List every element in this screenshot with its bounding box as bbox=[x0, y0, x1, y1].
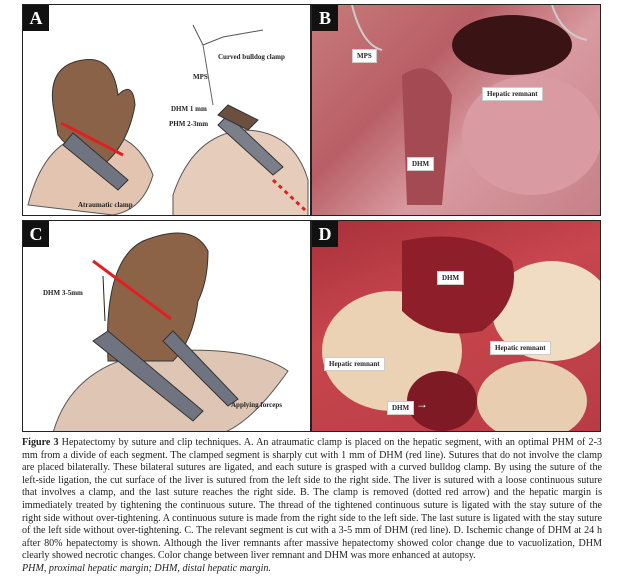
applying-forceps-label: Applying forceps bbox=[231, 401, 283, 409]
curved-bulldog-clamp-label: Curved bulldog clamp bbox=[218, 53, 285, 61]
liver-clamp-drawing bbox=[27, 24, 309, 215]
panel-d-photo: D DHM Hepatic remnant Hepatic remnant DH… bbox=[311, 220, 601, 432]
hepatic-remnant-left-label: Hepatic remnant bbox=[324, 357, 385, 371]
caption-text: Hepatectomy by suture and clip technique… bbox=[22, 437, 602, 562]
figure-caption: Figure 3 Hepatectomy by suture and clip … bbox=[22, 437, 602, 576]
abbreviations: PHM, proximal hepatic margin; DHM, dista… bbox=[22, 562, 271, 574]
dhm-top-label: DHM bbox=[437, 271, 465, 285]
arrow-icon: → bbox=[416, 397, 428, 411]
phm-label: PHM 2-3mm bbox=[169, 120, 209, 128]
liver-forceps-drawing bbox=[53, 232, 289, 431]
dhm-label: DHM 1 mm bbox=[171, 105, 207, 113]
mps-label: MPS bbox=[193, 73, 208, 81]
dhm-label: DHM 3-5mm bbox=[43, 289, 83, 297]
panel-c-illustration: C DHM 3-5mm Applying forceps bbox=[22, 220, 311, 432]
dhm-label: DHM bbox=[407, 157, 435, 171]
mps-label: MPS bbox=[352, 49, 377, 63]
panel-a-illustration: A Curved bulldog clamp MPS DHM 1 mm PHM … bbox=[22, 4, 311, 216]
dhm-bottom-label: DHM bbox=[387, 401, 415, 415]
panel-label: C bbox=[23, 221, 49, 247]
atraumatic-clamp-label: Atraumatic clamp bbox=[78, 201, 133, 209]
panel-label: A bbox=[23, 5, 49, 31]
hepatic-remnant-right-label: Hepatic remnant bbox=[490, 341, 551, 355]
hepatic-remnant-label: Hepatic remnant bbox=[482, 87, 543, 101]
autopsy-photo bbox=[322, 236, 600, 431]
surgical-photo bbox=[351, 5, 600, 205]
figure-number: Figure 3 bbox=[22, 437, 59, 448]
panel-label: B bbox=[312, 5, 338, 31]
panel-b-photo: B MPS Hepatic remnant DHM bbox=[311, 4, 601, 216]
panel-label: D bbox=[312, 221, 338, 247]
